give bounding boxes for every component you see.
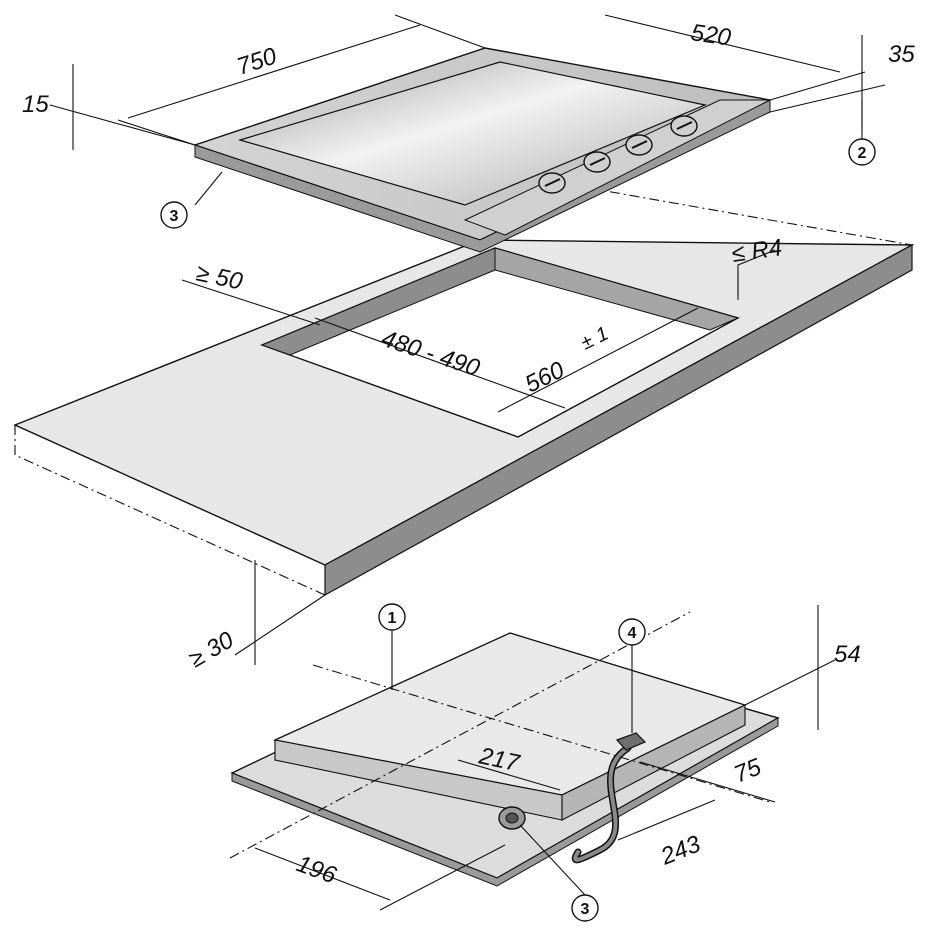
dim-worktop-min: ≥ 30: [185, 626, 239, 673]
mains-connector: [615, 732, 647, 751]
dimension-lines: [49, 14, 886, 911]
cutout-side-wall: [494, 247, 740, 331]
dim-750: 750: [234, 42, 281, 80]
svg-text:1: 1: [388, 610, 397, 627]
gas-connection: [498, 806, 526, 830]
svg-text:3: 3: [581, 901, 590, 918]
dim-15: 15: [22, 91, 49, 118]
dim-35: 35: [888, 41, 915, 68]
control-knob-4: [670, 115, 698, 137]
svg-text:3: 3: [170, 208, 179, 225]
underside-plate-edge: [231, 717, 779, 887]
control-knob-2: [583, 151, 611, 173]
dim-75: 75: [730, 753, 765, 788]
hob-top-view: [192, 47, 773, 253]
dim-min-50: ≥ 50: [194, 259, 246, 295]
hob-glass-top: [237, 61, 708, 206]
callout-1: 1: [378, 603, 406, 631]
svg-text:2: 2: [858, 145, 867, 162]
dim-243: 243: [656, 830, 705, 871]
control-knob-1: [538, 172, 566, 194]
control-knob-3: [625, 134, 653, 156]
worktop: [13, 189, 915, 597]
underside-casing-side: [561, 704, 746, 821]
dim-520: 520: [689, 19, 733, 51]
svg-text:4: 4: [628, 625, 637, 642]
dim-196: 196: [293, 850, 340, 889]
callout-3-top: 3: [160, 201, 188, 229]
dim-54: 54: [834, 641, 861, 668]
hob-underside: [229, 611, 780, 887]
callout-2: 2: [848, 138, 876, 166]
callout-4: 4: [618, 618, 646, 646]
callout-3-bottom: 3: [571, 894, 599, 922]
worktop-front-edge: [324, 243, 913, 597]
callouts: 1 2 3 3 4: [160, 138, 876, 922]
